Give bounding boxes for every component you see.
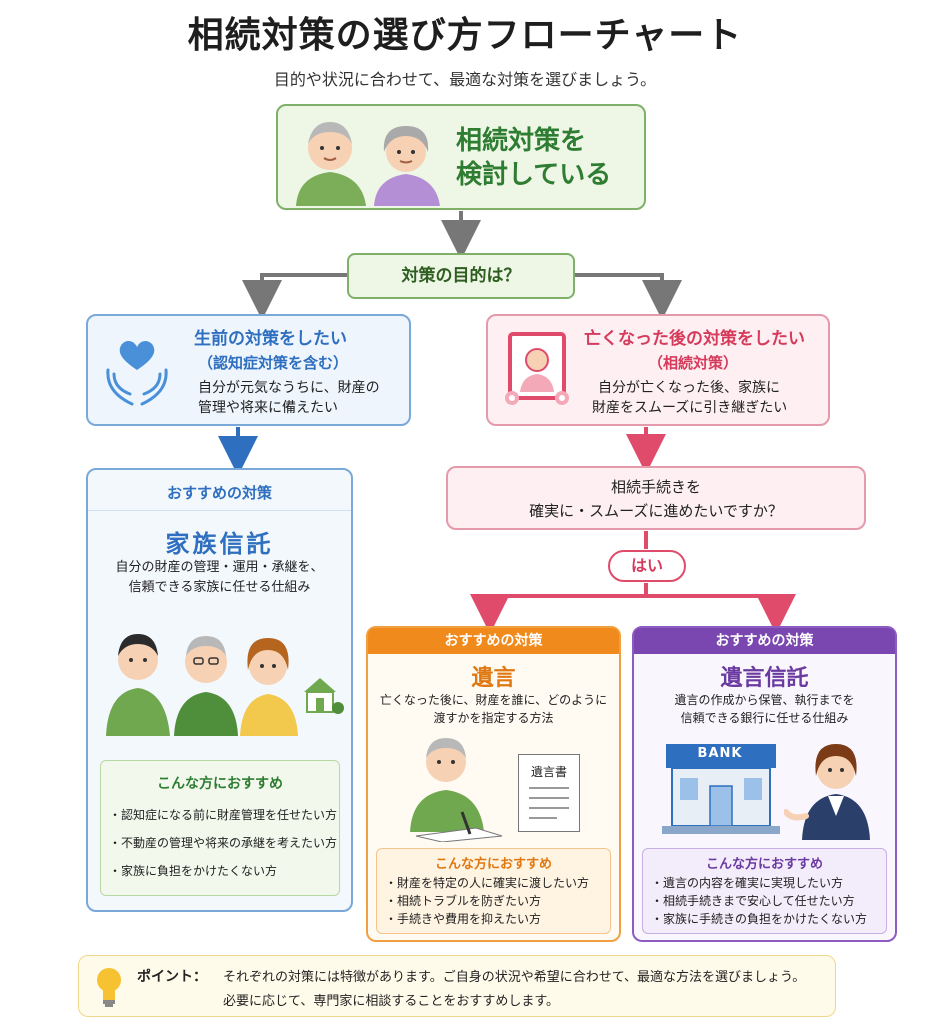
family-trust-desc-1: 自分の財産の管理・運用・承継を、 xyxy=(115,560,324,575)
family-illustration xyxy=(106,634,344,736)
bank-label: BANK xyxy=(697,746,743,761)
will-recommend-title: こんな方におすすめ xyxy=(434,857,552,872)
lifetime-desc-2: 管理や将来に備えたい xyxy=(198,400,338,416)
family-trust-item-3: ・家族に負担をかけたくない方 xyxy=(109,864,278,878)
doc-line xyxy=(529,797,569,799)
after-death-desc-1: 自分が亡くなった後、家族に xyxy=(598,380,780,396)
will-trust-recommend-box: こんな方におすすめ ・遺言の内容を確実に実現したい方 ・相続手続きまで安心して任… xyxy=(642,848,887,934)
procedure-question-box: 相続手続きを 確実に・スムーズに進めたいですか？ xyxy=(446,466,866,530)
will-item-1: ・財産を特定の人に確実に渡したい方 xyxy=(385,876,590,890)
start-line2: 検討している xyxy=(456,160,612,190)
family-trust-item-1: ・認知症になる前に財産管理を任せたい方 xyxy=(109,808,338,822)
lightbulb-icon xyxy=(97,968,121,1007)
family-trust-desc-2: 信頼できる家族に任せる仕組み xyxy=(128,580,311,595)
lifetime-subtitle: （認知症対策を含む） xyxy=(198,354,349,372)
doc-line xyxy=(529,817,557,819)
will-trust-title: 遺言信託 xyxy=(720,666,809,691)
procedure-question-line1: 相続手続きを xyxy=(610,478,701,496)
page-subtitle: 目的や状況に合わせて、最適な対策を選びましょう。 xyxy=(273,70,657,89)
yes-label: はい xyxy=(630,556,663,575)
family-trust-header: おすすめの対策 xyxy=(166,484,272,502)
purpose-question: 対策の目的は？ xyxy=(401,266,521,286)
will-trust-desc-1: 遺言の作成から保管、執行までを xyxy=(674,693,855,707)
man-writing-illustration xyxy=(410,738,503,842)
will-trust-item-3: ・家族に手続きの負担をかけたくない方 xyxy=(651,912,868,926)
after-death-title: 亡くなった後の対策をしたい xyxy=(584,329,805,349)
family-trust-recommend-title: こんな方におすすめ xyxy=(157,776,283,792)
will-document: 遺言書 xyxy=(518,754,580,832)
point-box: ポイント： それぞれの対策には特徴があります。ご自身の状況や希望に合わせて、最適… xyxy=(78,955,836,1017)
doc-line xyxy=(529,787,569,789)
lifetime-title: 生前の対策をしたい xyxy=(194,329,347,349)
will-trust-header: おすすめの対策 xyxy=(634,628,895,654)
elderly-couple-illustration xyxy=(296,122,440,206)
family-trust-recommend-box: こんな方におすすめ ・認知症になる前に財産管理を任せたい方 ・不動産の管理や将来… xyxy=(100,760,340,896)
procedure-question-line2: 確実に・スムーズに進めたいですか？ xyxy=(529,502,783,520)
will-trust-card: おすすめの対策 遺言信託 遺言の作成から保管、執行までを 信頼できる銀行に任せる… xyxy=(632,626,897,942)
page-title: 相続対策の選び方フローチャート xyxy=(187,15,743,56)
will-trust-recommend-title: こんな方におすすめ xyxy=(705,857,823,872)
will-trust-item-1: ・遺言の内容を確実に実現したい方 xyxy=(651,876,844,890)
will-desc-1: 亡くなった後に、財産を誰に、どのように xyxy=(379,693,608,707)
will-trust-item-2: ・相続手続きまで安心して任せたい方 xyxy=(651,894,855,908)
will-document-label: 遺言書 xyxy=(530,765,567,779)
pink-arrows xyxy=(470,427,796,634)
after-death-desc-2: 財産をスムーズに引き継ぎたい xyxy=(592,400,788,416)
family-trust-title: 家族信託 xyxy=(165,530,274,558)
family-trust-item-2: ・不動産の管理や将来の承継を考えたい方 xyxy=(109,836,338,850)
will-header: おすすめの対策 xyxy=(368,628,619,654)
memorial-portrait-icon xyxy=(505,332,569,405)
yes-badge: はい xyxy=(608,550,686,582)
point-line1: それぞれの対策には特徴があります。ご自身の状況や希望に合わせて、最適な方法を選び… xyxy=(223,970,806,985)
after-death-measure-box: 亡くなった後の対策をしたい （相続対策） 自分が亡くなった後、家族に 財産をスム… xyxy=(486,314,830,426)
gray-arrows xyxy=(242,211,682,320)
will-desc-2: 渡すかを指定する方法 xyxy=(433,711,554,725)
point-line2: 必要に応じて、専門家に相談することをおすすめします。 xyxy=(223,994,560,1009)
bank-staff-illustration xyxy=(784,744,870,840)
doc-line xyxy=(529,807,569,809)
start-text: 相続対策を 検討している xyxy=(456,124,611,192)
will-card: おすすめの対策 遺言 亡くなった後に、財産を誰に、どのように 渡すかを指定する方… xyxy=(366,626,621,942)
will-item-3: ・手続きや費用を抑えたい方 xyxy=(385,912,542,926)
bank-building-illustration xyxy=(662,744,780,834)
purpose-question-box: 対策の目的は？ xyxy=(347,253,575,299)
will-trust-desc-2: 信頼できる銀行に任せる仕組み xyxy=(680,711,849,725)
will-item-2: ・相続トラブルを防ぎたい方 xyxy=(385,894,542,908)
point-label: ポイント： xyxy=(137,969,207,985)
will-title: 遺言 xyxy=(471,666,516,691)
heart-hands-icon xyxy=(106,340,168,406)
lifetime-measure-box: 生前の対策をしたい （認知症対策を含む） 自分が元気なうちに、財産の 管理や将来… xyxy=(86,314,411,426)
will-recommend-box: こんな方におすすめ ・財産を特定の人に確実に渡したい方 ・相続トラブルを防ぎたい… xyxy=(376,848,611,934)
after-death-subtitle: （相続対策） xyxy=(648,354,739,372)
family-trust-divider xyxy=(88,510,351,511)
family-trust-card: おすすめの対策 家族信託 自分の財産の管理・運用・承継を、 信頼できる家族に任せ… xyxy=(86,468,353,912)
start-line1: 相続対策を xyxy=(456,126,587,156)
start-box: 相続対策を 検討している xyxy=(276,104,646,210)
lifetime-desc-1: 自分が元気なうちに、財産の xyxy=(198,380,380,396)
